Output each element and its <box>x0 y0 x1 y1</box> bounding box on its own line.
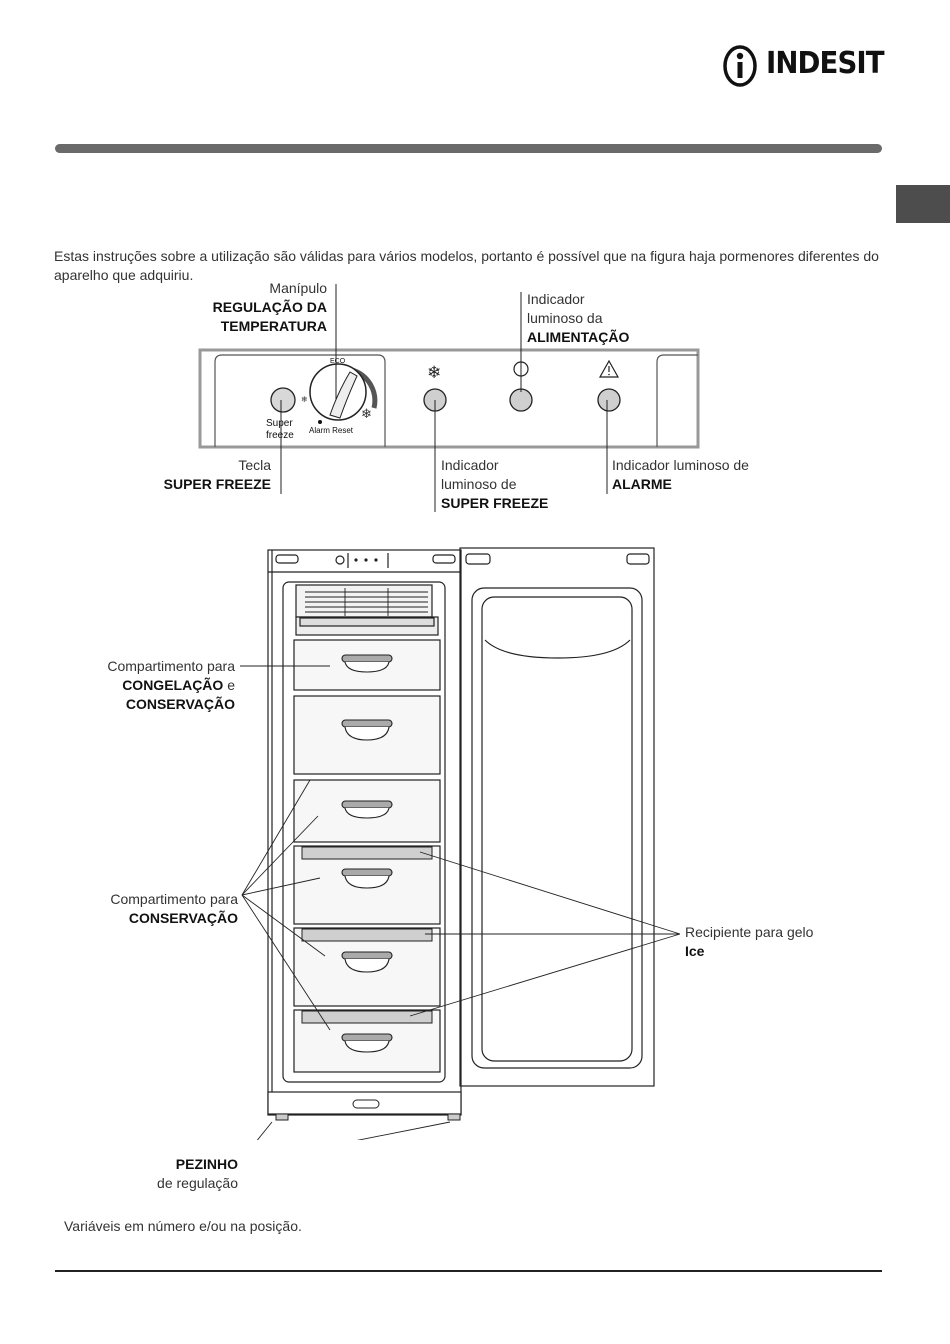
freezing-compartment-label-line1: Compartimento para <box>107 658 235 674</box>
super-freeze-key-label-line2: SUPER FREEZE <box>163 476 271 492</box>
ice-tray-2 <box>301 928 433 942</box>
freezer-cabinet <box>267 549 462 1116</box>
power-indicator-label-line2: luminoso da <box>527 310 603 326</box>
dial-grip <box>329 371 358 419</box>
freezing-compartment-label-bold1: CONGELAÇÃO <box>122 677 224 693</box>
super-freeze-indicator-label-line3: SUPER FREEZE <box>441 495 549 511</box>
alarm-indicator-light <box>597 388 621 412</box>
dial-label: Manípulo REGULAÇÃO DA TEMPERATURA <box>180 279 327 336</box>
feet-label: PEZINHO de regulação <box>100 1155 238 1193</box>
storage-compartment-label-line2: CONSERVAÇÃO <box>128 910 238 926</box>
power-indicator-label: Indicador luminoso da ALIMENTAÇÃO <box>527 290 677 347</box>
intro-text: Estas instruções sobre a utilização são … <box>54 248 879 283</box>
header-rule <box>55 144 882 153</box>
super-panel-text: Super <box>266 418 293 429</box>
appliance-leader-lines <box>240 665 681 1140</box>
freeze-panel-text: freeze <box>266 430 294 441</box>
snowflake-indicator-icon: ❄ <box>427 363 441 382</box>
feet-label-line2: de regulação <box>157 1175 238 1191</box>
footer-rule <box>55 1270 882 1272</box>
power-indicator-label-line3: ALIMENTAÇÃO <box>527 329 630 345</box>
storage-compartment-label: Compartimento para CONSERVAÇÃO <box>60 890 238 928</box>
super-freeze-key-label-line1: Tecla <box>238 457 271 473</box>
indesit-logo-icon <box>723 45 757 87</box>
control-panel-diagram: ❄ Super freeze ECO ❄ Alarm Reset ❄ <box>198 284 700 512</box>
dial-label-line3: TEMPERATURA <box>220 318 327 334</box>
large-snowflake-icon: ❄ <box>361 406 372 421</box>
left-foot <box>275 1113 289 1121</box>
super-freeze-indicator-label: Indicador luminoso de SUPER FREEZE <box>441 456 591 513</box>
dial-label-line2: REGULAÇÃO DA <box>212 299 327 315</box>
storage-compartment-label-line1: Compartimento para <box>110 891 238 907</box>
freezer-liner <box>282 581 446 1083</box>
ice-tray-label-line2: Ice <box>685 943 705 959</box>
control-panel-leader-lines <box>280 284 608 512</box>
small-snowflake-icon: ❄ <box>301 395 308 404</box>
control-panel-left-section <box>214 354 386 447</box>
freezing-compartment-label-bold2: CONSERVAÇÃO <box>125 696 235 712</box>
eco-panel-text: ECO <box>330 358 346 365</box>
power-indicator-light <box>509 388 533 412</box>
freezer-door <box>459 547 655 1087</box>
warning-icon <box>598 359 620 378</box>
ice-tray-label-line1: Recipiente para gelo <box>685 924 814 940</box>
ice-tray-label: Recipiente para gelo Ice <box>685 923 865 961</box>
feet-label-line1: PEZINHO <box>175 1156 238 1172</box>
alarm-indicator-label-line1: Indicador luminoso de <box>612 457 749 473</box>
freezer-diagram <box>240 547 681 1140</box>
freezing-compartment-label-connector: e <box>223 677 235 693</box>
dial-label-line1: Manípulo <box>269 280 327 296</box>
alarm-indicator-label: Indicador luminoso de ALARME <box>612 456 792 494</box>
alarm-reset-panel-text: Alarm Reset <box>309 426 354 435</box>
right-foot <box>447 1113 461 1121</box>
freezer-drawers <box>267 639 462 1121</box>
ice-tray-3 <box>301 1010 433 1024</box>
indesit-logo: INDESIT <box>722 44 887 88</box>
brand-name: INDESIT <box>766 46 885 81</box>
super-freeze-key-label: Tecla SUPER FREEZE <box>120 456 271 494</box>
power-indicator-label-line1: Indicador <box>527 291 585 307</box>
super-freeze-indicator-label-line1: Indicador <box>441 457 499 473</box>
super-freeze-button <box>270 387 296 413</box>
alarm-reset-dot <box>318 420 322 424</box>
alarm-indicator-label-line2: ALARME <box>612 476 672 492</box>
freezing-compartment-label: Compartimento para CONGELAÇÃO e CONSERVA… <box>60 657 235 714</box>
section-tab <box>896 185 950 223</box>
footnote: Variáveis em número e/ou na posição. <box>64 1218 302 1234</box>
super-freeze-indicator-label-line2: luminoso de <box>441 476 517 492</box>
control-panel-right-section <box>656 354 698 447</box>
ice-tray-1 <box>301 846 433 860</box>
